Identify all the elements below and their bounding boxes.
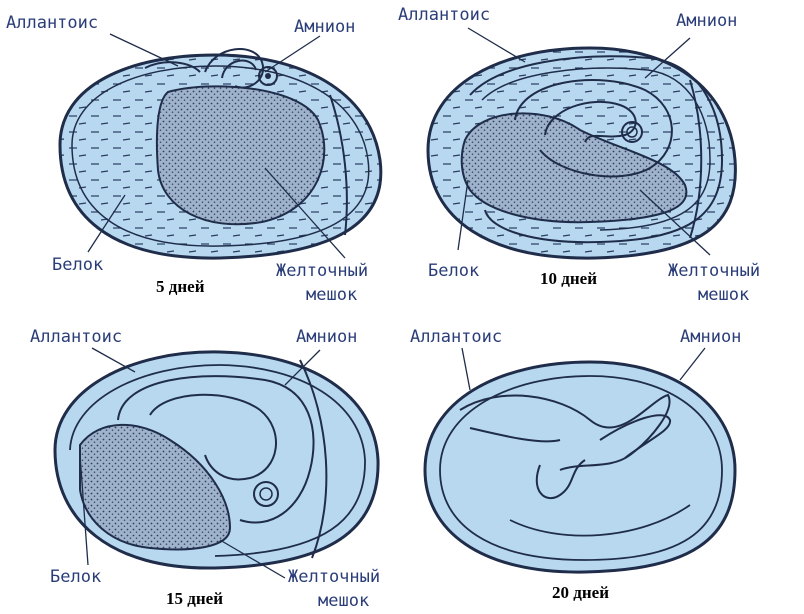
- amnion-pointer: [680, 348, 705, 380]
- allantois-pointer: [92, 348, 135, 372]
- label-amnion-5d: Амнион: [294, 18, 355, 36]
- label-allantois-5d: Аллантоис: [6, 14, 98, 32]
- label-albumen-5d: Белок: [52, 256, 103, 274]
- caption-10-days: 10 дней: [540, 270, 597, 288]
- panel-15-days: [55, 348, 378, 578]
- label-amnion-10d: Амнион: [676, 12, 737, 30]
- caption-20-days: 20 дней: [552, 584, 609, 602]
- label-allantois-15d: Аллантоис: [30, 328, 122, 346]
- label-yolk-15d-line2: мешок: [318, 592, 369, 610]
- label-amnion-20d: Амнион: [680, 328, 741, 346]
- allantois-pointer: [462, 348, 470, 390]
- label-albumen-10d: Белок: [428, 262, 479, 280]
- label-yolk-5d-line2: мешок: [306, 286, 357, 304]
- label-albumen-15d: Белок: [50, 568, 101, 586]
- label-yolk-5d-line1: Желточный: [276, 262, 368, 280]
- embryo-eye: [265, 73, 271, 79]
- caption-5-days: 5 дней: [156, 278, 205, 296]
- allantois-pointer: [468, 28, 525, 62]
- label-yolk-15d-line1: Желточный: [288, 568, 380, 586]
- caption-15-days: 15 дней: [166, 590, 223, 608]
- yolk-sac: [157, 86, 324, 224]
- panel-5-days: [60, 34, 381, 258]
- allantois-pointer: [110, 34, 178, 66]
- panel-20-days: [425, 348, 735, 572]
- label-yolk-10d-line2: мешок: [698, 286, 749, 304]
- label-allantois-20d: Аллантоис: [410, 328, 502, 346]
- label-amnion-15d: Амнион: [296, 328, 357, 346]
- panel-10-days: [428, 28, 735, 258]
- label-yolk-10d-line1: Желточный: [668, 262, 760, 280]
- label-allantois-10d: Аллантоис: [398, 6, 490, 24]
